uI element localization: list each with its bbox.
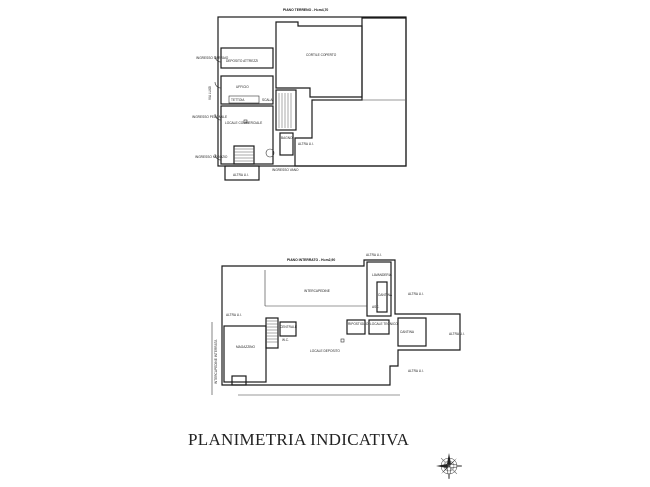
deposito-room xyxy=(220,47,274,69)
label-altra-ui: ALTRA U.I. xyxy=(408,369,424,373)
basement-header: PIANO INTERRATO - H=m2,90 xyxy=(287,258,335,262)
label-altra-ui-right: ALTRA U.I. xyxy=(298,142,314,146)
label-ufficio: UFFICIO xyxy=(236,85,249,89)
lower-stair-treads xyxy=(234,148,254,162)
label-intercapedine-interrata: INTERCAPEDINE INTERRATA xyxy=(214,339,218,384)
label-locale-tecnico: LOCALE TECNICO xyxy=(370,322,398,326)
label-ingresso-vano: INGRESSO VANO xyxy=(272,168,299,172)
label-locale-commerciale: LOCALE COMMERCIALE xyxy=(225,121,262,125)
page-title: PLANIMETRIA INDICATIVA xyxy=(188,430,410,449)
door-swing xyxy=(214,153,222,161)
tettoia-area xyxy=(228,95,260,104)
door-swing xyxy=(214,113,222,121)
lavanderia-wing xyxy=(366,261,392,317)
label-altra-ui: ALTRA U.I. xyxy=(449,332,465,336)
label-wc: W.C. xyxy=(282,338,289,342)
label-deposito: DEPOSITO ATTREZZI xyxy=(226,59,258,63)
basement-stair-treads xyxy=(266,320,278,343)
door-swing xyxy=(214,55,222,63)
bottom-annex xyxy=(224,165,260,181)
label-tettoia: TETTOIA xyxy=(231,98,245,102)
label-ripostiglio: RIPOSTIGLIO xyxy=(348,322,369,326)
cantina-right-room xyxy=(376,281,388,313)
ripostiglio-room xyxy=(346,319,366,335)
locale-commerciale-room xyxy=(220,105,274,165)
door-swing xyxy=(214,81,222,89)
pillar xyxy=(243,119,248,124)
label-magazzino: MAGAZZINO xyxy=(236,345,255,349)
label-scala: SCALA xyxy=(262,98,273,102)
label-ingresso-negozio: INGRESSO NEGOZIO xyxy=(195,155,228,159)
ground-stair-treads xyxy=(278,93,292,128)
label-via: VIA LUIGI xyxy=(208,86,212,100)
ufficio-room xyxy=(220,75,274,105)
label-altra-ui: ALTRA U.I. xyxy=(366,253,382,257)
label-bagno: BAGNO xyxy=(281,136,293,140)
label-accesso-carraio: INGRESSO CARRAIO xyxy=(196,56,229,60)
label-cortile-coperto: CORTILE COPERTO xyxy=(306,53,337,57)
label-lavanderia: LAVANDERIA xyxy=(372,273,393,277)
ground-stair-block xyxy=(275,89,297,131)
basement-outline xyxy=(221,259,461,386)
plant-symbol xyxy=(265,148,275,158)
lower-basement-stair xyxy=(231,375,247,386)
label-altra-ui: ALTRA U.I. xyxy=(408,292,424,296)
label-centrale: CENTRALE xyxy=(280,325,297,329)
cantina-room xyxy=(397,317,427,347)
pillar xyxy=(340,338,345,343)
basement-plan: PIANO INTERRATO - H=m2,90 INTERCAPE xyxy=(211,253,465,396)
cortile-coperto-room xyxy=(275,21,363,98)
locale-tecnico-room xyxy=(368,319,390,335)
label-cantina: CANTINA xyxy=(400,330,415,334)
bagno-room xyxy=(279,132,294,156)
label-intercapedine: INTERCAPEDINE xyxy=(304,289,330,293)
label-cantina-right: CANTINA xyxy=(378,293,393,297)
centrale-room xyxy=(279,321,297,337)
label-locale-deposito: LOCALE DEPOSITO xyxy=(310,349,340,353)
label-altra-ui: ALTRA U.I. xyxy=(226,313,242,317)
label-accesso-pedonale: INGRESSO PEDONALE xyxy=(192,115,227,119)
ground-floor-header: PIANO TERRENO - H=m4,70 xyxy=(283,8,328,12)
ground-floor-plan: PIANO TERRENO - H=m4,70 xyxy=(192,8,407,181)
magazzino-room xyxy=(223,325,267,383)
label-ascensore: ASC. xyxy=(372,305,380,309)
compass-rose-icon xyxy=(436,453,463,480)
label-altra-ui-bottom: ALTRA U.I. xyxy=(233,173,249,177)
